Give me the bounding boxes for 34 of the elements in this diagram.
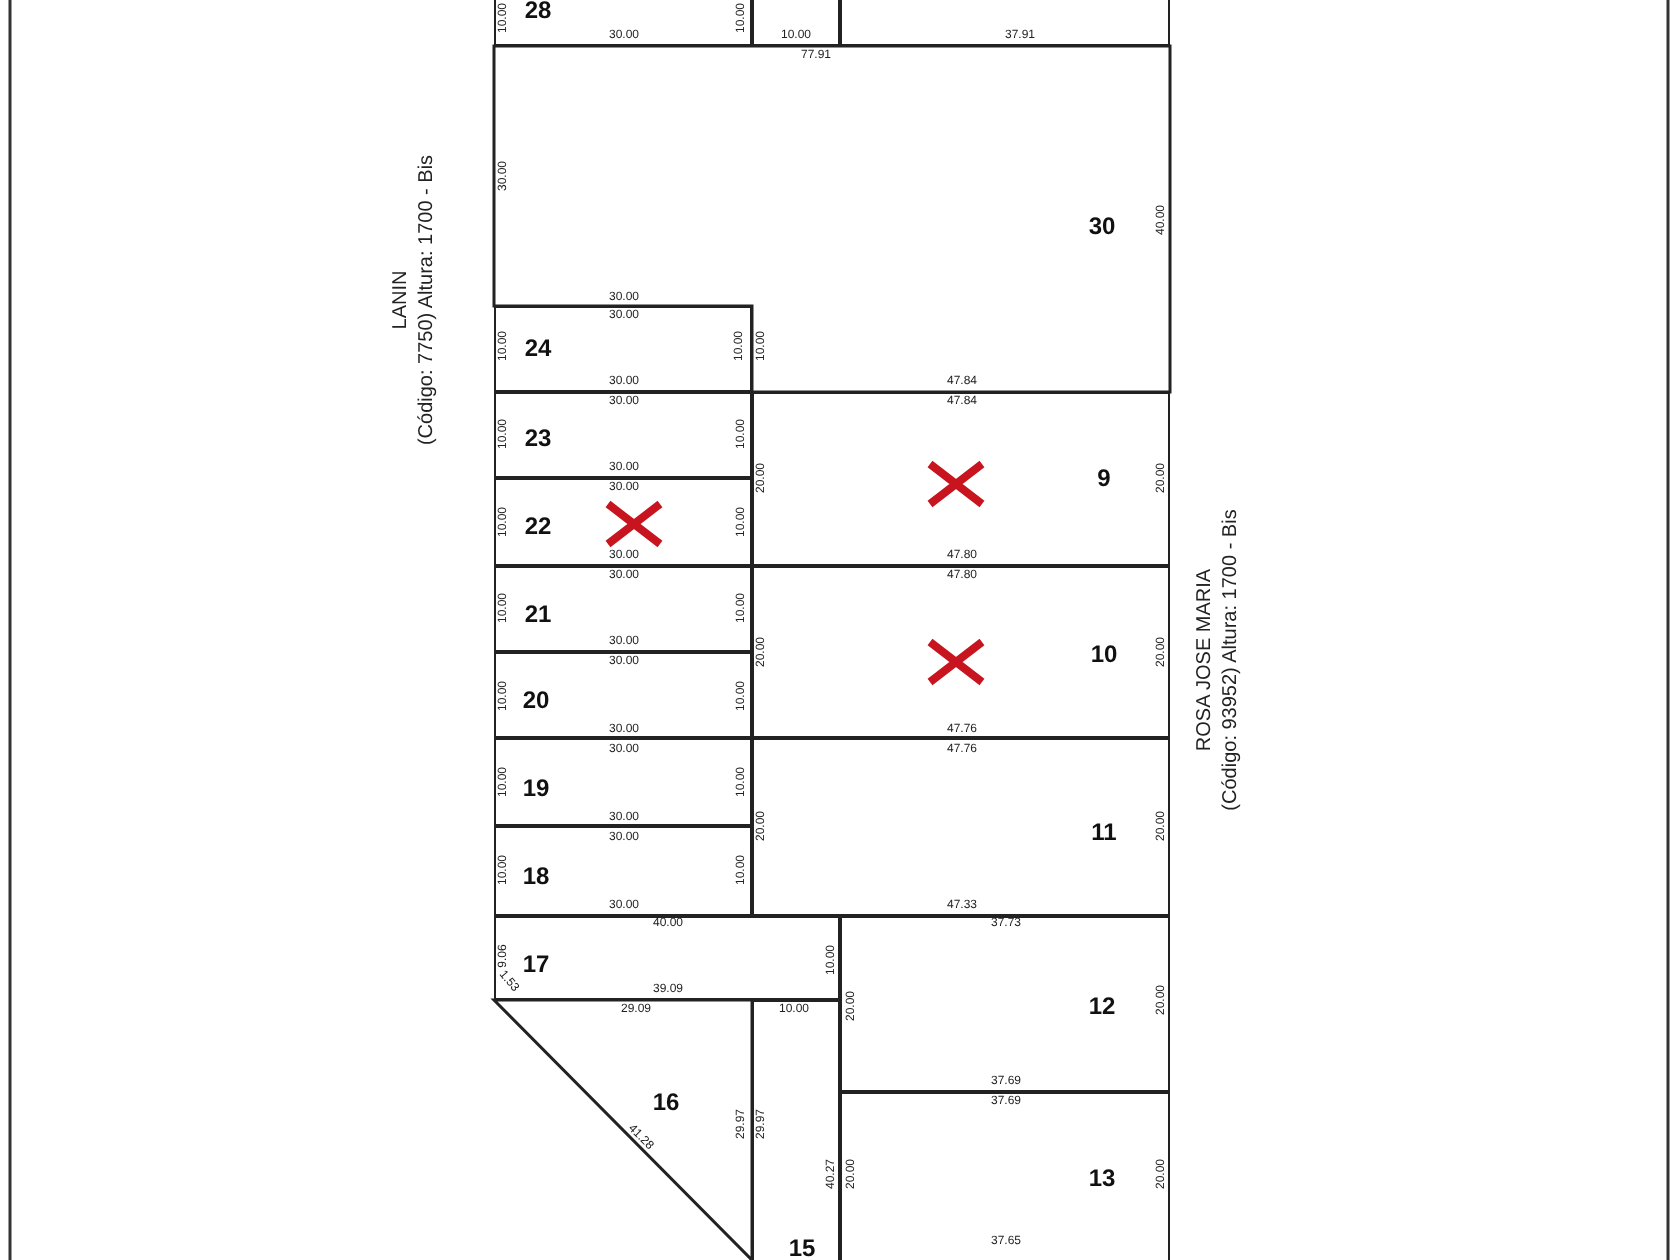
lot-number: 28	[524, 0, 552, 24]
lot-number: 19	[522, 774, 550, 802]
lot-number: 13	[1088, 1164, 1116, 1192]
lot-number: 21	[524, 600, 552, 628]
lot-parcel	[752, 392, 1170, 566]
lot-number: 12	[1088, 992, 1116, 1020]
lot-parcel	[752, 738, 1170, 916]
lot-number: 30	[1088, 212, 1116, 240]
street-name: (Código: 93952) Altura: 1700 - Bis	[1222, 509, 1242, 811]
lot-parcel	[752, 1000, 840, 1260]
lot-parcel	[752, 566, 1170, 738]
lot-parcel	[494, 306, 752, 392]
lot-number: 17	[522, 950, 550, 978]
lot-parcel	[840, 916, 1170, 1092]
lot-number: 24	[524, 334, 552, 362]
street-name: ROSA JOSE MARIA	[1196, 568, 1216, 752]
lot-number: 9	[1097, 464, 1111, 492]
lot-number: 16	[652, 1088, 680, 1116]
lot-parcel	[840, 1092, 1170, 1260]
lot-parcel	[494, 392, 752, 478]
street-name: (Código: 7750) Altura: 1700 - Bis	[418, 154, 438, 446]
lot-parcel	[494, 652, 752, 738]
lot-number: 23	[524, 424, 552, 452]
lot-number: 11	[1091, 818, 1117, 846]
lot-number: 22	[524, 512, 552, 540]
lot-parcel	[494, 738, 752, 826]
lot-number: 15	[788, 1234, 816, 1260]
street-name: LANIN	[392, 270, 412, 330]
lot-parcel	[494, 826, 752, 916]
lot-parcel	[494, 566, 752, 652]
lot-number: 20	[522, 686, 550, 714]
lot-number: 18	[522, 862, 550, 890]
lot-parcel	[494, 478, 752, 566]
lot-number: 10	[1090, 640, 1118, 668]
